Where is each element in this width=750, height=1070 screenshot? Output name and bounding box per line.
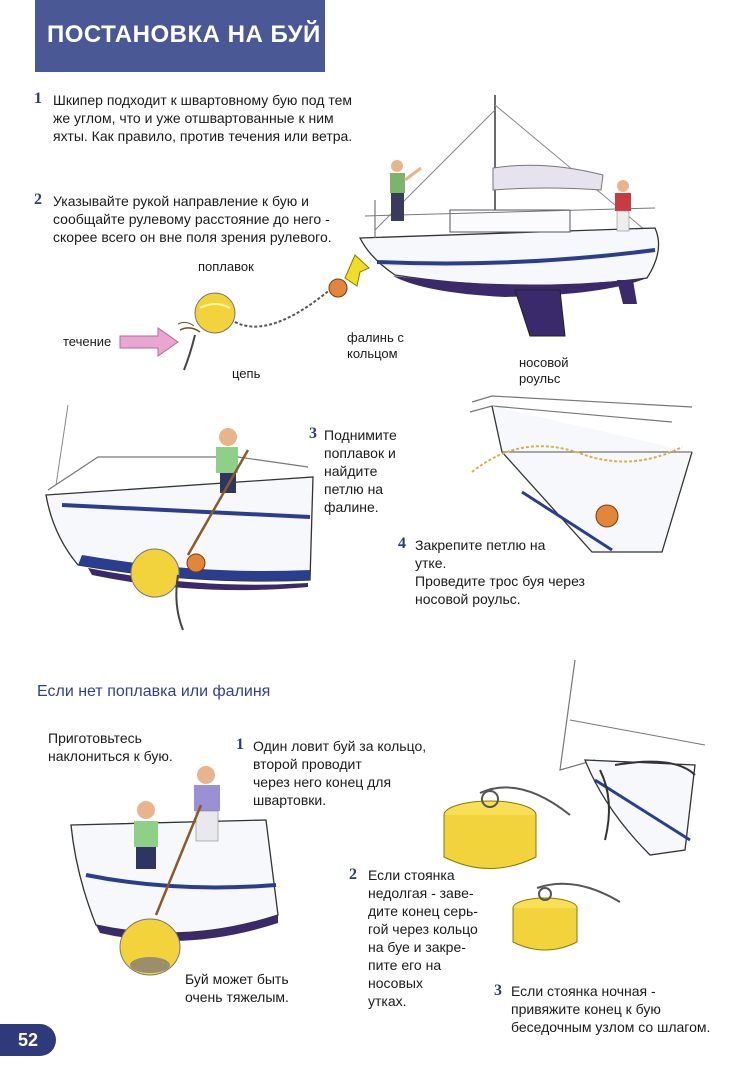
section-heading: Если нет поплавка или фалиня [37, 683, 271, 700]
section2-step-1-line: второй проводит [253, 756, 362, 772]
step-2-line: сообщайте рулевому расстояние до него - [53, 211, 330, 227]
step-1-line: яхты. Как правило, против течения или ве… [53, 128, 353, 144]
pennant-label-line: фалинь с [347, 330, 404, 345]
buoy-closeup-illustration [443, 786, 571, 869]
buoy-bowline-illustration [512, 882, 621, 951]
header-band [35, 0, 325, 72]
section2-step-1-line: швартовки. [253, 792, 327, 808]
section2-step-2-line: на буе и закре- [368, 939, 466, 955]
bow-roller-label-line: роульс [519, 371, 561, 386]
step-2-text: Указывайте рукой направление к бую и соо… [53, 192, 332, 246]
bow-lines-illustration [559, 659, 706, 856]
section2-step-2-line: утках. [368, 993, 407, 1009]
step-1-number: 1 [34, 90, 42, 107]
section2-step-2-text: Если стоянка недолгая - заве- дите конец… [368, 866, 478, 1010]
section2-step-2-line: Если стоянка [368, 867, 455, 883]
prepare-line: наклониться к бую. [48, 748, 173, 764]
step-3-line: поплавок и [324, 445, 396, 461]
step-2-line: скорее всего он вне поля зрения рулевого… [53, 229, 332, 245]
step-3-number: 3 [309, 425, 317, 442]
bow-roller-label-line: носовой [519, 355, 569, 370]
section2-step-2-line: дите конец серь- [368, 903, 478, 919]
page-title: ПОСТАНОВКА НА БУЙ [47, 21, 321, 48]
step-4-line: Проведите трос буя через [415, 573, 585, 589]
section2-step-1-number: 1 [236, 736, 244, 753]
prepare-line: Приготовьтесь [48, 730, 142, 746]
step-2-number: 2 [34, 191, 42, 208]
section2-step-3-line: беседочным узлом со шлагом. [511, 1019, 711, 1035]
chain-label: цепь [232, 366, 261, 381]
step-4-number: 4 [398, 535, 406, 552]
heavy-note-line: очень тяжелым. [185, 989, 289, 1005]
step-3-line: найдите [324, 463, 378, 479]
section2-step-3-number: 3 [494, 982, 502, 999]
section2-step-1-line: Один ловит буй за кольцо, [253, 738, 427, 754]
prepare-text: Приготовьтесь наклониться к бую. [48, 729, 173, 765]
current-label: течение [63, 334, 112, 349]
section2-step-2-number: 2 [349, 866, 357, 883]
section2-step-2-line: гой через кольцо [368, 921, 478, 937]
step-3-line: петлю на [324, 481, 384, 497]
step-4-line: утке. [415, 555, 447, 571]
step-4-line: носовой роульс. [415, 591, 521, 607]
section2-step-1-line: через него конец для [253, 774, 392, 790]
step-3-text: Поднимите поплавок и найдите петлю на фа… [324, 426, 397, 516]
step-1-line: Шкипер подходит к швартовному бую под те… [53, 92, 353, 108]
section2-step-3-line: привяжите конец к бую [511, 1001, 661, 1017]
step-3-line: Поднимите [324, 427, 397, 443]
buoy-pickup-illustration [177, 278, 348, 371]
float-label: поплавок [198, 259, 254, 274]
section2-step-2-line: носовых [368, 975, 423, 991]
bow-roller-illustration [469, 395, 693, 553]
section2-step-2-line: недолгая - заве- [368, 885, 474, 901]
step-1-text: Шкипер подходит к швартовному бую под те… [53, 91, 352, 145]
pennant-label-line: кольцом [347, 346, 398, 361]
section2-step-3-line: Если стоянка ночная - [511, 983, 656, 999]
bow-roller-label: носовой роульс [519, 355, 569, 387]
heavy-note-line: Буй может быть [185, 971, 289, 987]
heavy-note: Буй может быть очень тяжелым. [185, 970, 289, 1006]
buoy-pickup-crew-illustration [45, 404, 314, 631]
step-4-line: Закрепите петлю на [415, 537, 546, 553]
section2-step-1-text: Один ловит буй за кольцо, второй проводи… [253, 737, 426, 809]
current-arrow-icon [119, 327, 179, 357]
crew-catching-buoy-illustration [70, 766, 279, 976]
sailboat-approach-illustration [344, 95, 660, 337]
step-1-line: же углом, что и уже отшвартованные к ним [53, 110, 334, 126]
page-number: 52 [0, 1024, 56, 1056]
step-2-line: Указывайте рукой направление к бую и [53, 193, 309, 209]
pennant-label: фалинь с кольцом [347, 330, 404, 362]
section2-step-2-line: пите его на [368, 957, 442, 973]
section2-step-3-text: Если стоянка ночная - привяжите конец к … [511, 982, 710, 1036]
step-4-text: Закрепите петлю на утке. Проведите трос … [415, 536, 585, 608]
step-3-line: фалине. [324, 499, 379, 515]
